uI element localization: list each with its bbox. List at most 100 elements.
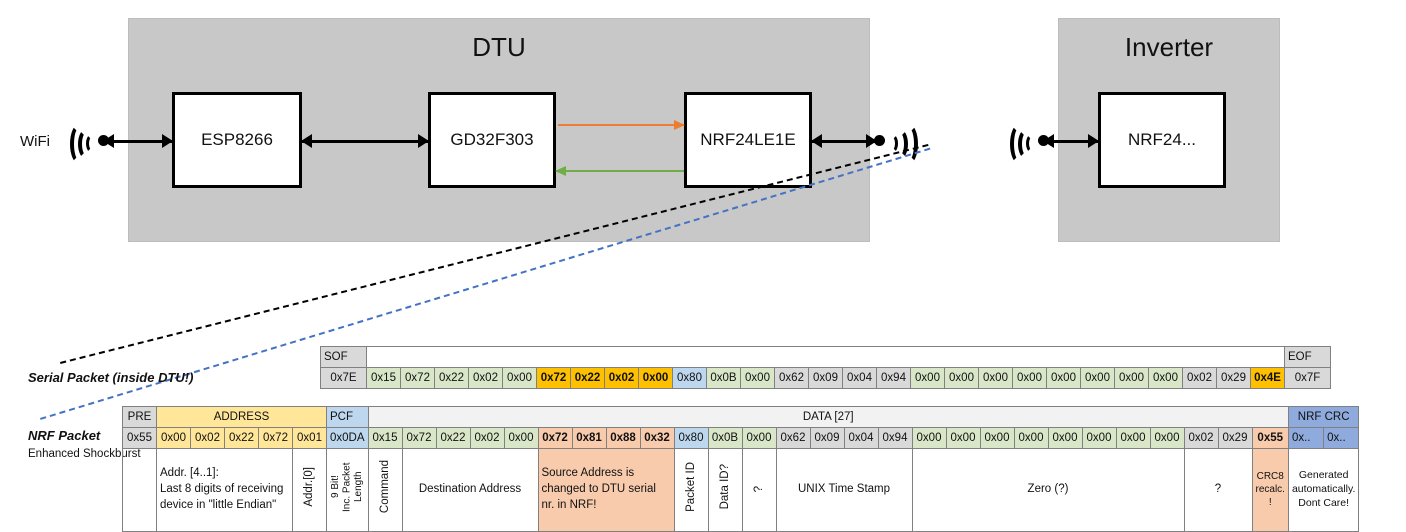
nrf-byte-5: 0x72 [537, 427, 573, 449]
nrf-desc-data-id: Data ID? [707, 448, 743, 532]
serial-header-row: SOF EOF [320, 346, 1331, 368]
serial-packet-row-label: Serial Packet (inside DTU!) [28, 370, 194, 385]
serial-byte-7: 0x02 [604, 367, 639, 389]
nrf-desc-nrf-crc: Generated automatically. Dont Care! [1287, 448, 1360, 532]
packet-tables: Serial Packet (inside DTU!) NRF Packet E… [0, 340, 1406, 532]
nrf-description-row: Addr. [4..1]: Last 8 digits of receiving… [122, 448, 1360, 532]
serial-byte-21: 0x00 [1080, 367, 1115, 389]
nrf-byte-11: 0x00 [741, 427, 777, 449]
chip-esp8266[interactable]: ESP8266 [172, 92, 302, 188]
nrf-desc-crc8-text: CRC8 recalc. ! [1255, 471, 1285, 509]
chip-nrf24le1e-label: NRF24LE1E [700, 130, 796, 149]
serial-byte-20: 0x00 [1046, 367, 1081, 389]
nrf-desc-unknown-2: ? [1183, 448, 1253, 532]
nrf-desc-packet-id-text: Packet ID [684, 462, 697, 512]
nrf-desc-source-text: Source Address is changed to DTU serial … [541, 467, 656, 511]
nrf-byte-19: 0x00 [1013, 427, 1049, 449]
serial-header-spacer [366, 346, 1285, 368]
serial-byte-19: 0x00 [1012, 367, 1047, 389]
nrf-desc-crc8: CRC8 recalc. ! [1251, 448, 1289, 532]
nrf-crc-value-0: 0x.. [1287, 427, 1325, 449]
nrf-desc-timestamp: UNIX Time Stamp [775, 448, 913, 532]
serial-byte-11: 0x00 [740, 367, 775, 389]
nrf-desc-addr0-text: Addr.[0] [303, 467, 316, 507]
serial-byte-1: 0x72 [400, 367, 435, 389]
nrf-byte-23: 0x00 [1149, 427, 1185, 449]
dtu-radio-antenna-icon [872, 118, 918, 164]
nrf-desc-nrf-crc-text: Generated automatically. Dont Care! [1291, 469, 1356, 509]
nrf-desc-pcf-text: 9 Bit! Inc. Packet Length [330, 462, 364, 512]
serial-byte-15: 0x94 [876, 367, 911, 389]
wifi-label: WiFi [20, 133, 50, 150]
chip-nrf24[interactable]: NRF24... [1098, 92, 1226, 188]
nrf-desc-source: Source Address is changed to DTU serial … [537, 448, 675, 532]
nrf-data-header: DATA [27] [367, 406, 1289, 428]
nrf-address-value-4: 0x01 [292, 427, 327, 449]
nrf-pre-value: 0x55 [122, 427, 157, 449]
nrf-byte-7: 0x88 [605, 427, 641, 449]
serial-eof-value: 0x7F [1284, 367, 1331, 389]
nrf-header-row: PRE ADDRESS PCF DATA [27] NRF CRC [122, 406, 1360, 428]
serial-byte-12: 0x62 [774, 367, 809, 389]
dtu-title: DTU [472, 32, 526, 62]
nrf-desc-unknown-1-text: ? [752, 485, 765, 492]
serial-sof-header: SOF [320, 346, 367, 368]
nrf-crc-header: NRF CRC [1287, 406, 1360, 428]
serial-byte-18: 0x00 [978, 367, 1013, 389]
nrf-byte-25: 0x29 [1217, 427, 1253, 449]
serial-byte-13: 0x09 [808, 367, 843, 389]
nrf-address-value-3: 0x72 [258, 427, 293, 449]
chip-gd32f303[interactable]: GD32F303 [428, 92, 556, 188]
serial-byte-17: 0x00 [944, 367, 979, 389]
nrf-desc-destination-text: Destination Address [418, 483, 522, 495]
nrf-desc-data-id-text: Data ID? [718, 464, 731, 510]
serial-byte-24: 0x02 [1182, 367, 1217, 389]
nrf-desc-command: Command [367, 448, 403, 532]
serial-eof-header: EOF [1284, 346, 1331, 368]
nrf-byte-8: 0x32 [639, 427, 675, 449]
serial-byte-2: 0x22 [434, 367, 469, 389]
nrf-pcf-header: PCF [326, 406, 369, 428]
nrf-byte-0: 0x15 [367, 427, 403, 449]
serial-byte-10: 0x0B [706, 367, 741, 389]
nrf-address-value-0: 0x00 [156, 427, 191, 449]
chip-nrf24le1e[interactable]: NRF24LE1E [684, 92, 812, 188]
nrf-desc-zero-text: Zero (?) [1027, 483, 1069, 495]
nrf-desc-unknown-2-text: ? [1214, 483, 1222, 495]
inverter-title: Inverter [1124, 32, 1214, 62]
nrf-byte-15: 0x94 [877, 427, 913, 449]
nrf-byte-17: 0x00 [945, 427, 981, 449]
nrf-byte-12: 0x62 [775, 427, 811, 449]
nrf-desc-unknown-1: ? [741, 448, 777, 532]
nrf-desc-zero: Zero (?) [911, 448, 1185, 532]
serial-byte-0: 0x15 [366, 367, 401, 389]
nrf-byte-13: 0x09 [809, 427, 845, 449]
nrf-packet-row-label: NRF Packet [28, 428, 101, 443]
nrf-pre-header: PRE [122, 406, 157, 428]
nrf-packet-table: PRE ADDRESS PCF DATA [27] NRF CRC 0x55 0… [122, 406, 1360, 532]
nrf-byte-2: 0x22 [435, 427, 471, 449]
nrf-byte-3: 0x02 [469, 427, 505, 449]
nrf-byte-18: 0x00 [979, 427, 1015, 449]
enhanced-shockburst-label: Enhanced Shockburst [28, 448, 141, 460]
serial-byte-4: 0x00 [502, 367, 537, 389]
nrf-value-row: 0x55 0x00 0x02 0x22 0x72 0x01 0x0DA 0x15… [122, 427, 1360, 449]
chip-esp8266-label: ESP8266 [201, 130, 273, 149]
nrf-desc-timestamp-text: UNIX Time Stamp [797, 483, 891, 495]
serial-byte-8: 0x00 [638, 367, 673, 389]
nrf-crc-value-1: 0x.. [1323, 427, 1360, 449]
nrf-desc-address: Addr. [4..1]: Last 8 digits of receiving… [156, 448, 293, 532]
nrf-byte-22: 0x00 [1115, 427, 1151, 449]
nrf-byte-6: 0x81 [571, 427, 607, 449]
block-diagram: DTU Inverter ESP8266 GD32F303 NRF24LE1E … [20, 18, 1280, 420]
serial-byte-22: 0x00 [1114, 367, 1149, 389]
serial-byte-3: 0x02 [468, 367, 503, 389]
serial-byte-23: 0x00 [1148, 367, 1183, 389]
serial-byte-25: 0x29 [1216, 367, 1251, 389]
nrf-byte-20: 0x00 [1047, 427, 1083, 449]
nrf-byte-9: 0x80 [673, 427, 709, 449]
nrf-desc-pre-spacer [122, 448, 157, 532]
nrf-byte-1: 0x72 [401, 427, 437, 449]
serial-byte-6: 0x22 [570, 367, 605, 389]
nrf-address-header: ADDRESS [156, 406, 327, 428]
